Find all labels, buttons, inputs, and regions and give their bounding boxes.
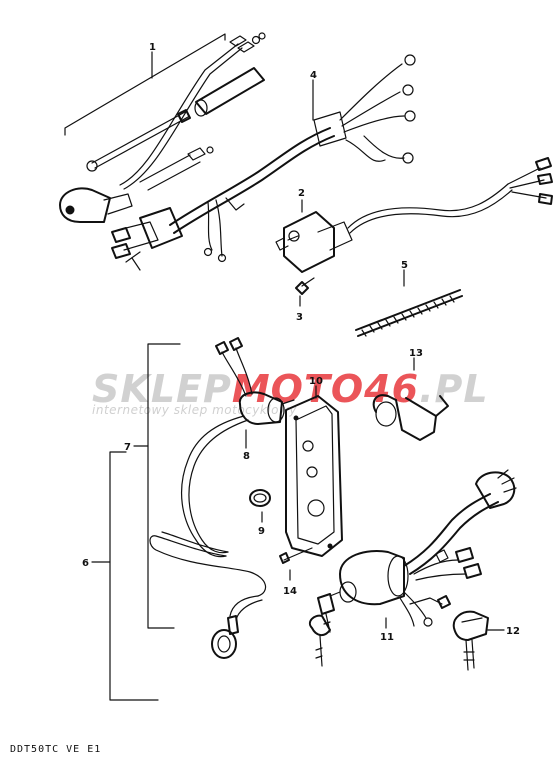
label-part-14: 14 (283, 586, 297, 597)
label-part-5: 5 (401, 260, 408, 271)
part-8-kill-switch (215, 337, 295, 449)
label-part-1: 1 (149, 42, 156, 53)
part-6-7-lanyard-group (91, 343, 267, 701)
part-12-key (452, 610, 505, 671)
label-part-9: 9 (258, 526, 265, 537)
watermark: SKLEPMOTO46.PL internetowy sklep motocyk… (92, 367, 489, 417)
part-number-labels: 1 2 3 4 5 6 7 8 9 10 11 12 13 14 (82, 42, 520, 643)
part-1-harness-group (59, 32, 266, 223)
part-7-bracket-line (147, 343, 181, 629)
label-part-12: 12 (506, 626, 520, 637)
label-part-3: 3 (296, 312, 303, 323)
watermark-brand-a: SKLEP (92, 367, 232, 411)
part-2-panel-switch (275, 157, 553, 273)
part-4-main-harness (111, 54, 416, 271)
watermark-brand-b: MOTO46 (232, 367, 419, 411)
label-part-13: 13 (409, 348, 423, 359)
watermark-tagline: internetowy sklep motocyklowy (92, 403, 297, 417)
part-5-coil-spring (355, 269, 463, 337)
diagram-code: DDT50TC VE E1 (10, 744, 101, 755)
label-part-6: 6 (82, 558, 89, 569)
part-13-bracket (372, 357, 449, 441)
label-part-11: 11 (380, 632, 394, 643)
label-part-8: 8 (243, 451, 250, 462)
part-6-bracket-line (109, 451, 159, 701)
label-part-4: 4 (310, 70, 317, 81)
part-14-screw (279, 547, 313, 581)
label-part-7: 7 (124, 442, 131, 453)
watermark-brand: SKLEPMOTO46.PL (92, 367, 489, 411)
label-part-2: 2 (298, 188, 305, 199)
label-part-10: 10 (309, 376, 323, 387)
watermark-brand-c: .PL (419, 367, 489, 411)
part-9-grommet (249, 489, 271, 523)
part-1-bracket-line (64, 33, 226, 136)
part-10-cover-plate (285, 385, 343, 557)
part-11-ignition-switch (308, 469, 517, 667)
part-3-screw (295, 277, 315, 307)
